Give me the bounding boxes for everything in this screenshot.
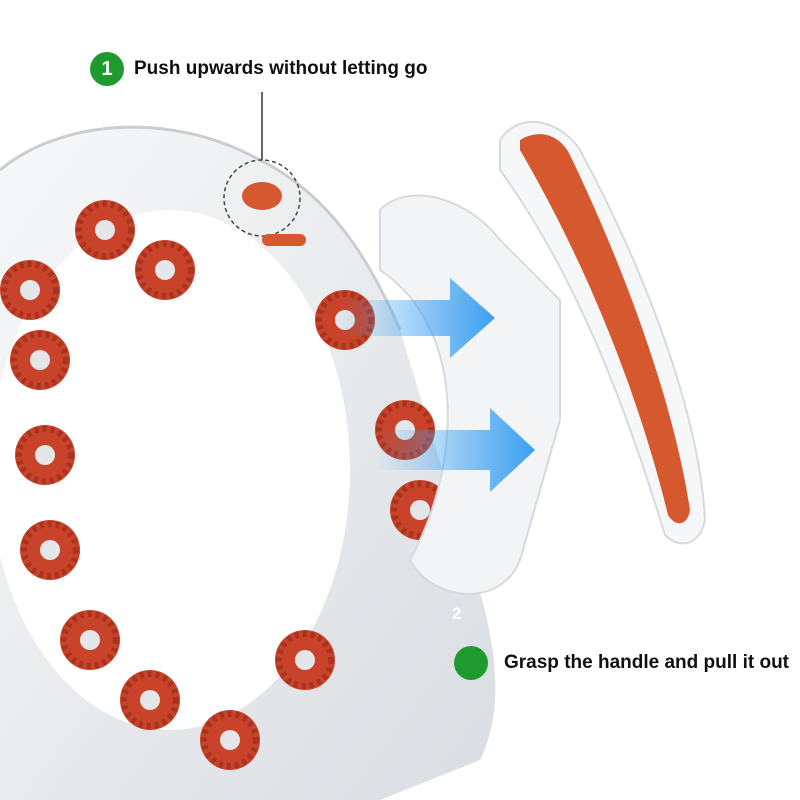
step-number-badge [454,646,488,680]
instruction-step-1: 1 Push upwards without letting go [90,52,427,86]
right-arrow-icon [375,408,535,492]
ring-body [0,125,496,800]
step-number-badge: 1 [90,52,124,86]
step-caption: Push upwards without letting go [134,58,428,79]
instruction-step-2: Grasp the handle and pull it out [454,646,789,680]
right-arrow-icon [340,278,495,358]
release-latch [223,92,306,246]
handle [379,121,707,595]
product-step-label: 2 [452,604,462,623]
step-caption: Grasp the handle and pull it out [504,652,790,673]
